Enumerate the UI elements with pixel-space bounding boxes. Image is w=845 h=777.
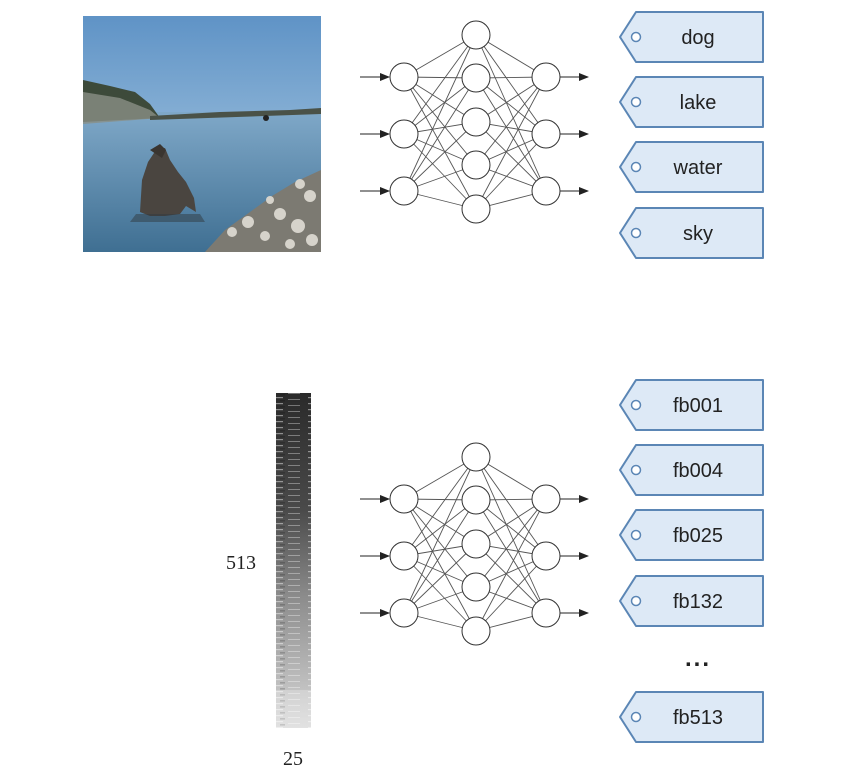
network-edge bbox=[403, 456, 477, 557]
neural-network-top bbox=[360, 20, 589, 224]
network-edge bbox=[475, 76, 547, 166]
input-node bbox=[389, 598, 419, 628]
tag-fb025: fb025 bbox=[619, 509, 764, 561]
tag-fb001: fb001 bbox=[619, 379, 764, 431]
tag-label: sky bbox=[683, 223, 713, 245]
spectrogram-width-label: 25 bbox=[283, 748, 303, 770]
tag-label: fb001 bbox=[673, 395, 723, 417]
network-edge bbox=[403, 456, 477, 614]
network-edge bbox=[475, 77, 547, 192]
input-node bbox=[389, 176, 419, 206]
network-edge bbox=[475, 77, 547, 135]
tag-list-bottom: fb001 fb004 fb025 fb132 ... fb513 bbox=[619, 379, 764, 743]
tag-label: fb132 bbox=[673, 591, 723, 613]
hidden-node bbox=[461, 616, 491, 646]
hidden-node bbox=[461, 442, 491, 472]
hidden-node bbox=[461, 194, 491, 224]
tag-label: dog bbox=[681, 27, 714, 49]
network-edge bbox=[403, 77, 477, 135]
tag-label: fb004 bbox=[673, 460, 723, 482]
spectrogram-height-label: 513 bbox=[226, 552, 256, 574]
network-edge bbox=[475, 34, 547, 135]
network-edge bbox=[403, 34, 477, 135]
network-edge bbox=[403, 499, 477, 614]
hidden-node bbox=[461, 63, 491, 93]
output-node bbox=[531, 484, 561, 514]
tag-sky: sky bbox=[619, 207, 764, 259]
tag-list-top: dog lake water sky bbox=[619, 11, 764, 259]
tag-ellipsis: ... bbox=[685, 645, 711, 672]
dog-lake-photo bbox=[83, 16, 321, 252]
network-edge bbox=[403, 499, 477, 557]
input-node bbox=[389, 484, 419, 514]
network-edge bbox=[475, 133, 547, 210]
hidden-node bbox=[461, 529, 491, 559]
network-edge bbox=[403, 498, 477, 632]
neural-network-bottom bbox=[360, 442, 589, 646]
input-node bbox=[389, 119, 419, 149]
tag-fb004: fb004 bbox=[619, 444, 764, 496]
network-edge bbox=[403, 498, 477, 588]
input-node bbox=[389, 62, 419, 92]
network-edge bbox=[403, 543, 477, 614]
input-node bbox=[389, 541, 419, 571]
network-edge bbox=[475, 456, 547, 614]
tag-water: water bbox=[619, 141, 764, 193]
output-node bbox=[531, 62, 561, 92]
tag-dog: dog bbox=[619, 11, 764, 63]
network-edge bbox=[475, 498, 547, 632]
network-edge bbox=[403, 76, 477, 210]
network-edge bbox=[475, 499, 547, 557]
tag-label: fb513 bbox=[673, 707, 723, 729]
output-node bbox=[531, 541, 561, 571]
network-edge bbox=[403, 133, 477, 210]
tag-label: fb025 bbox=[673, 525, 723, 547]
network-edge bbox=[475, 121, 547, 192]
tag-fb132: fb132 bbox=[619, 575, 764, 627]
hidden-node bbox=[461, 107, 491, 137]
tag-label: lake bbox=[680, 92, 717, 114]
tag-fb513: fb513 bbox=[619, 691, 764, 743]
hidden-node bbox=[461, 485, 491, 515]
hidden-node bbox=[461, 20, 491, 50]
output-node bbox=[531, 598, 561, 628]
spectrogram-image bbox=[276, 393, 311, 728]
network-edge bbox=[475, 499, 547, 614]
hidden-node bbox=[461, 572, 491, 602]
network-edge bbox=[475, 456, 547, 557]
network-edge bbox=[403, 34, 477, 192]
network-edge bbox=[475, 555, 547, 632]
output-node bbox=[531, 119, 561, 149]
network-edge bbox=[475, 543, 547, 614]
network-edge bbox=[475, 34, 547, 192]
hidden-node bbox=[461, 150, 491, 180]
network-edge bbox=[403, 77, 477, 192]
tag-label: water bbox=[673, 157, 723, 179]
network-edge bbox=[403, 121, 477, 192]
network-edge bbox=[403, 76, 477, 166]
tag-lake: lake bbox=[619, 76, 764, 128]
network-edge bbox=[475, 498, 547, 588]
network-edge bbox=[475, 76, 547, 210]
network-edge bbox=[403, 555, 477, 632]
output-node bbox=[531, 176, 561, 206]
